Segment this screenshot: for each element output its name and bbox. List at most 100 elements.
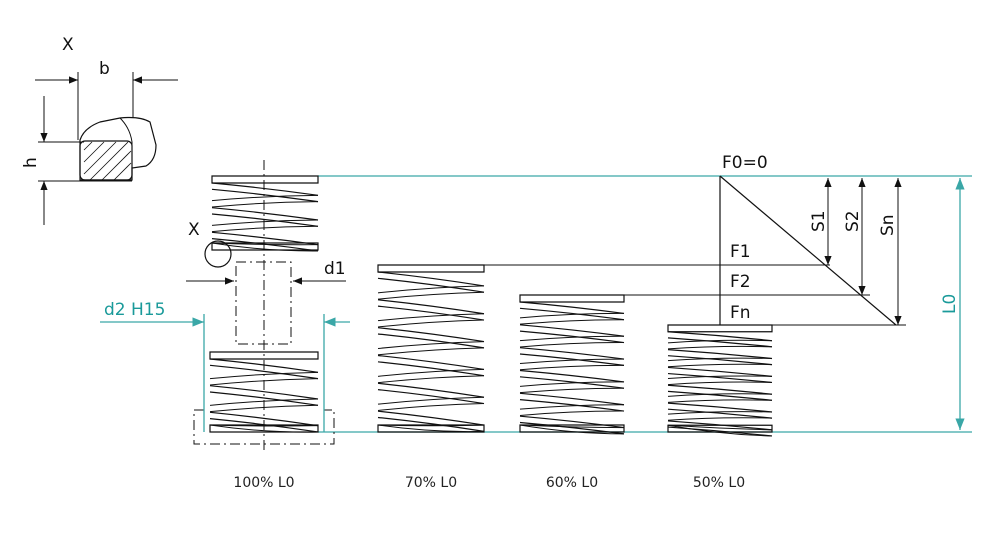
coil-end-turn (209, 351, 319, 360)
coil-wire (667, 399, 773, 403)
mandrel-outline (235, 261, 292, 345)
d2-label: d2 H15 (104, 300, 165, 320)
spring-50-coils (667, 324, 773, 437)
coil-wire (667, 349, 773, 360)
detail-x-label: X (188, 220, 200, 240)
coil-end-turn (519, 294, 625, 303)
coil-end-turn (377, 264, 485, 273)
coil-wire (377, 389, 485, 405)
coil-wire (667, 372, 773, 384)
coil-wire (667, 420, 773, 431)
coil-wire (211, 213, 319, 227)
spring-100-caption: 100% L0 (233, 475, 294, 491)
bore-outline (193, 409, 335, 445)
coil-wire (667, 417, 773, 421)
spring-70: 70% L0 (377, 264, 485, 491)
l0-dimension: L0 (940, 178, 965, 430)
coil-wire (377, 403, 485, 411)
section-x-label: X (62, 35, 74, 55)
coil-wire (667, 393, 773, 397)
coil-wire (519, 415, 625, 429)
coil-wire (211, 231, 319, 246)
coil-wire (519, 424, 625, 429)
f0-label: F0=0 (722, 153, 768, 173)
coil-wire (667, 426, 773, 437)
wire-edge (119, 117, 133, 168)
coil-wire (377, 424, 485, 433)
coil-wire (209, 424, 319, 433)
spring-60-caption: 60% L0 (546, 475, 598, 491)
coil-wire (519, 404, 625, 410)
coil-wire (209, 391, 319, 406)
coil-wire (519, 307, 625, 321)
coil-wire (211, 194, 319, 202)
coil-wire (377, 313, 485, 322)
coil-wire (377, 354, 485, 371)
coil-wire (209, 411, 319, 427)
coil-wire (519, 369, 625, 383)
l0-label: L0 (940, 294, 960, 314)
coil-wire (377, 416, 485, 432)
coil-wire (211, 182, 319, 196)
coil-wire (377, 305, 485, 321)
coil-wire (519, 335, 625, 342)
coil-wire (519, 364, 625, 371)
coil-wire (377, 424, 485, 427)
spring-50-caption: 50% L0 (693, 475, 745, 491)
coil-wire (377, 347, 485, 356)
coil-wire (377, 299, 485, 315)
coil-wire (519, 347, 625, 360)
coil-wire (209, 404, 319, 413)
coil-end-turn (211, 175, 319, 184)
coil-end-turn (519, 424, 625, 433)
coil-wire (667, 424, 773, 431)
coil-wire (211, 242, 319, 246)
spring-70-coils (377, 264, 485, 433)
coil-wire (211, 207, 319, 221)
coil-wire (667, 381, 773, 386)
coil-wire (377, 333, 485, 349)
coil-wire (519, 376, 625, 389)
coil-wire (667, 384, 773, 395)
b-label: b (99, 59, 110, 79)
coil-wire (667, 411, 773, 415)
coil-wire (211, 242, 319, 252)
spring-60-coils (519, 294, 625, 435)
coil-wire (377, 396, 485, 405)
coil-wire (667, 357, 773, 362)
coil-wire (209, 358, 319, 373)
coil-wire (211, 201, 319, 208)
coil-wire (667, 355, 773, 366)
coil-wire (519, 319, 625, 325)
coil-wire (519, 312, 625, 319)
coil-wire (667, 366, 773, 377)
coil-wire (667, 402, 773, 413)
coil-wire (519, 353, 625, 366)
coil-wire (377, 410, 485, 426)
coil-wire (519, 410, 625, 416)
coil-wire (519, 399, 625, 412)
coil-wire (377, 319, 485, 328)
coil-wire (667, 331, 773, 342)
coil-wire (209, 398, 319, 406)
coil-wire (377, 382, 485, 398)
coil-wire (377, 285, 485, 294)
s1-label: S1 (809, 210, 829, 232)
coil-wire (519, 381, 625, 387)
coil-wire (667, 424, 773, 437)
coil-wire (667, 337, 773, 348)
section-hatch (83, 141, 132, 181)
coil-wire (377, 361, 485, 377)
coil-wire (519, 301, 625, 315)
coil-end-turn (667, 324, 773, 333)
coil-wire (377, 291, 485, 300)
wire-section-rect (79, 140, 133, 181)
coil-wire (667, 345, 773, 350)
coil-wire (519, 387, 625, 394)
coil-wire (211, 225, 319, 233)
f1-label: F1 (730, 242, 751, 262)
spring-50: 50% L0 (667, 324, 773, 491)
spring-100: X d1 d2 H15 100% L0 (100, 160, 350, 491)
sn-label: Sn (878, 214, 898, 236)
